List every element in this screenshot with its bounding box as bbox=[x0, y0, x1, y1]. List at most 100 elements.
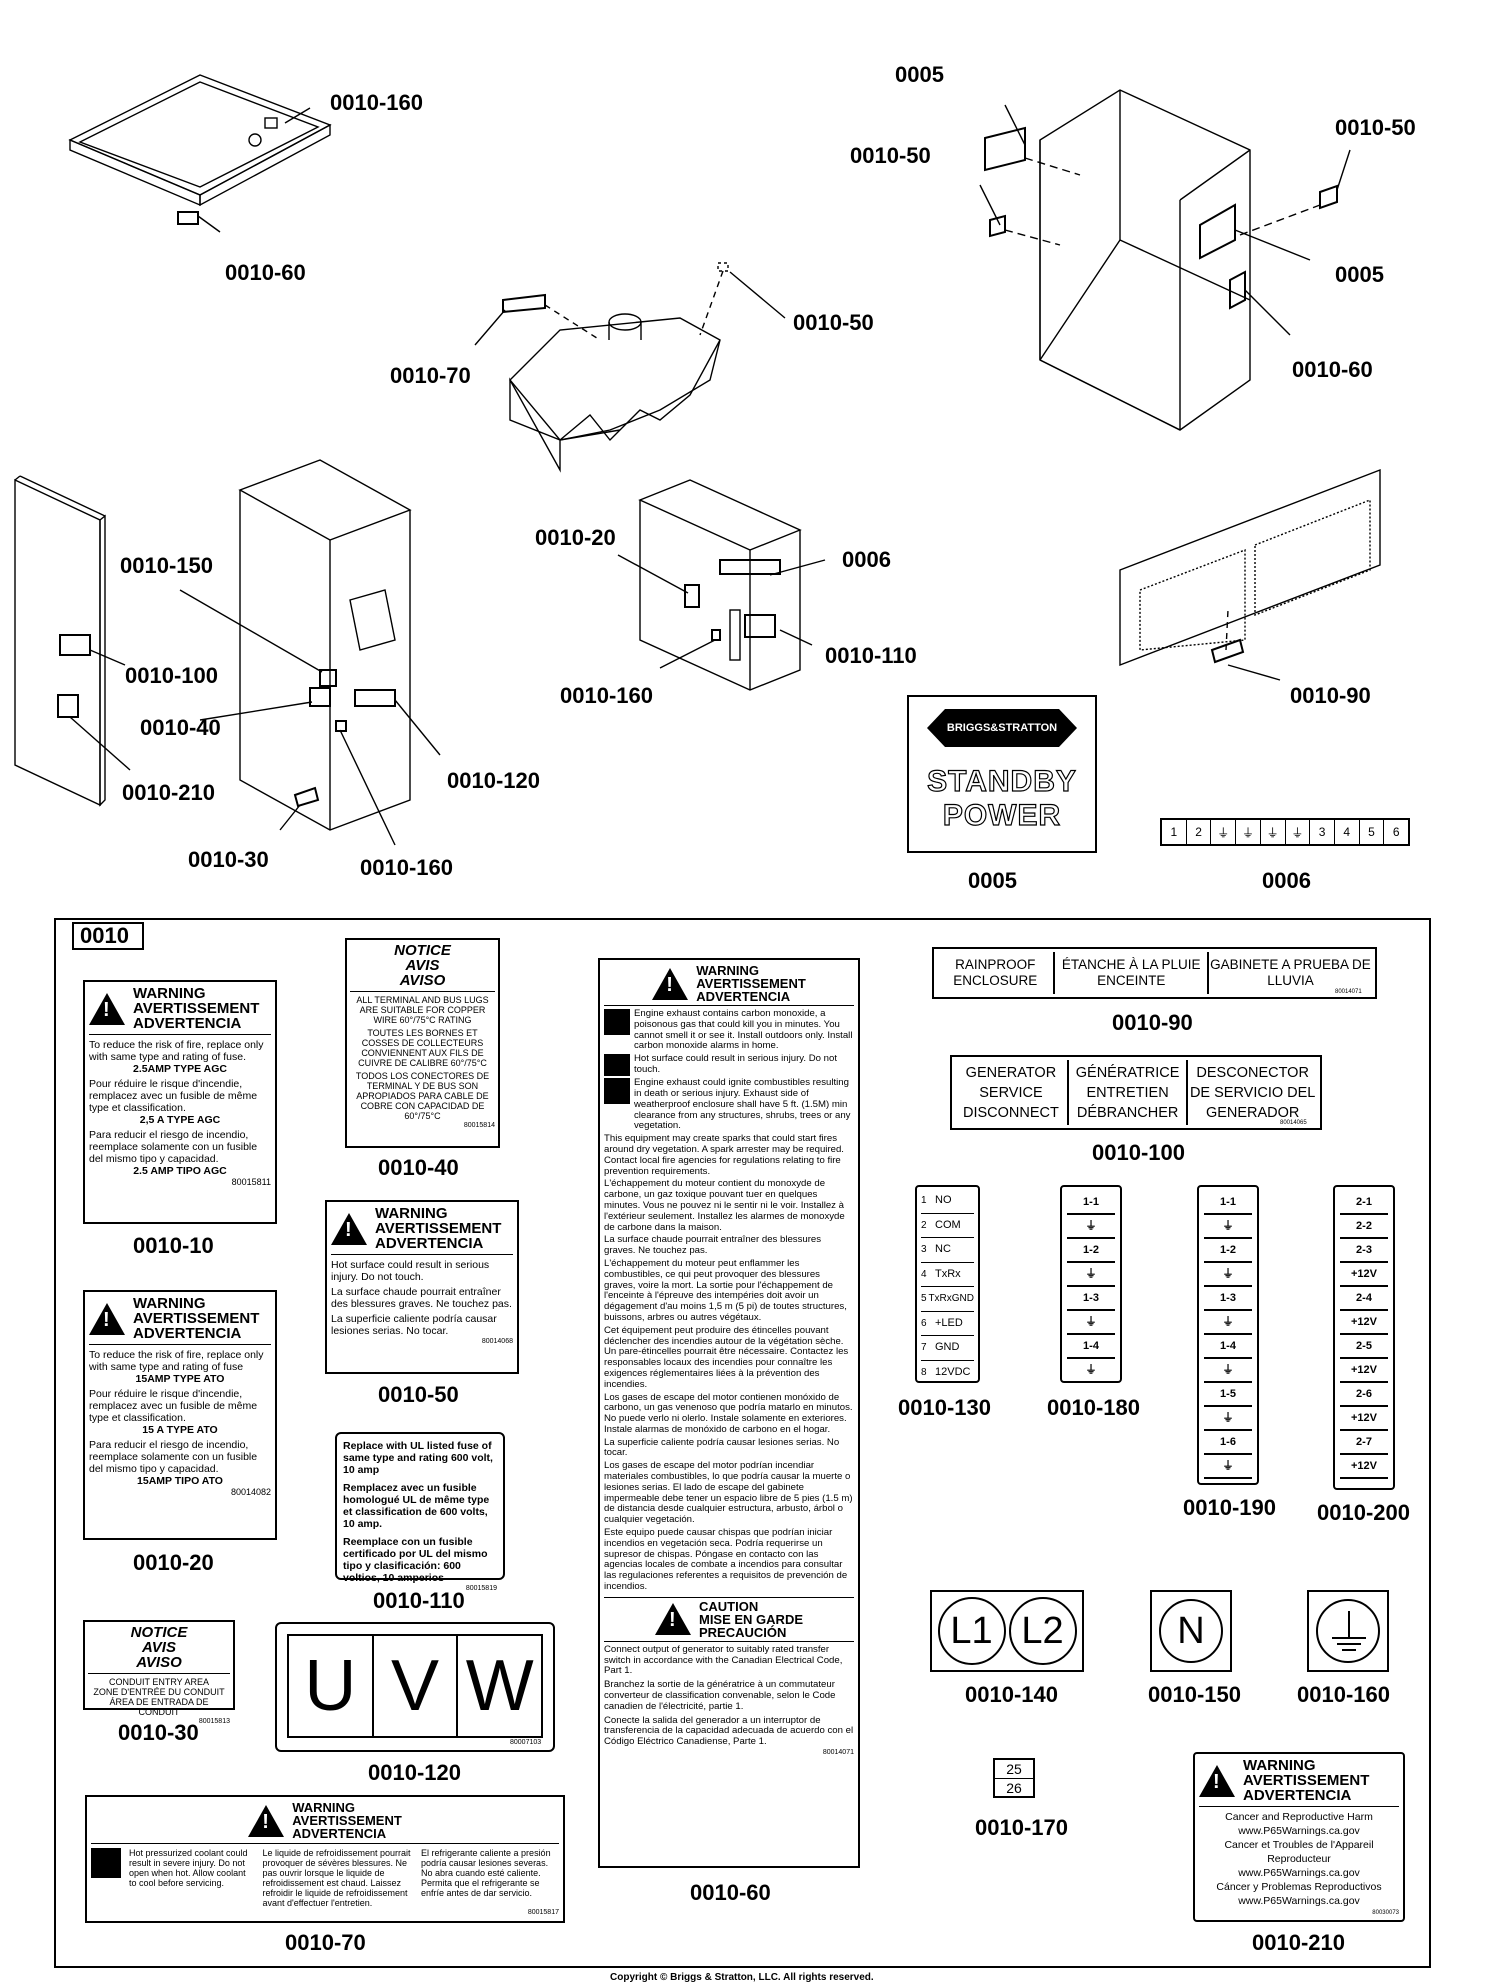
base-frame-drawing bbox=[68, 74, 332, 233]
hot-surface-icon bbox=[604, 1054, 630, 1077]
warning-triangle-icon bbox=[89, 1302, 125, 1335]
warning-triangle-icon bbox=[1199, 1764, 1235, 1797]
ground-cell: ⏚ bbox=[1236, 820, 1261, 844]
exploded-drawings bbox=[14, 74, 1381, 846]
callout-0005-b: 0005 bbox=[1335, 262, 1384, 287]
caption-0010-30: 0010-30 bbox=[118, 1720, 199, 1745]
decal-0010-140: L1 L2 bbox=[930, 1590, 1084, 1672]
callout-0010-120: 0010-120 bbox=[447, 768, 540, 793]
briggs-logo-diamond: BRIGGS&STRATTON bbox=[927, 709, 1077, 747]
pn-0010-100: 80014065 bbox=[1280, 1120, 1307, 1126]
callout-0010-100: 0010-100 bbox=[125, 663, 218, 688]
caption-0006: 0006 bbox=[1262, 868, 1311, 893]
decal-0010-110: Replace with UL listed fuse of same type… bbox=[335, 1432, 505, 1592]
terminal-cell: 2 bbox=[1187, 820, 1212, 844]
ground-cell: ⏚ bbox=[1261, 820, 1286, 844]
caption-0010-120: 0010-120 bbox=[368, 1760, 461, 1785]
caption-0010-130: 0010-130 bbox=[898, 1395, 991, 1420]
caution-triangle-icon bbox=[654, 1603, 691, 1636]
callout-0005-a: 0005 bbox=[895, 62, 944, 87]
decal-0010-90: RAINPROOF ENCLOSURE ÉTANCHE À LA PLUIE E… bbox=[932, 947, 1377, 999]
caption-0010-210: 0010-210 bbox=[1252, 1930, 1345, 1955]
terminal-cell: 1 bbox=[1162, 820, 1187, 844]
caption-0010-170: 0010-170 bbox=[975, 1815, 1068, 1840]
decal-0010-190: 1-1⏚1-2⏚ 1-3⏚1-4⏚ 1-5⏚1-6⏚ bbox=[1197, 1185, 1259, 1485]
terminal-strip-0006: 1 2 ⏚ ⏚ ⏚ ⏚ 3 4 5 6 bbox=[1160, 818, 1410, 846]
copyright-footer: Copyright © Briggs & Stratton, LLC. All … bbox=[610, 1972, 874, 1983]
decal-0010-150: N bbox=[1150, 1590, 1232, 1672]
caption-0005: 0005 bbox=[968, 868, 1017, 893]
callout-0010-50-c: 0010-50 bbox=[793, 310, 874, 335]
terminal-cell: 6 bbox=[1392, 825, 1400, 839]
caption-0010-110: 0010-110 bbox=[373, 1588, 465, 1613]
ground-symbol-icon bbox=[1316, 1599, 1380, 1663]
callout-0010-110: 0010-110 bbox=[825, 643, 917, 668]
control-box-drawing bbox=[617, 479, 826, 691]
sheet-title-box: 0010 bbox=[72, 922, 144, 950]
caption-0010-160: 0010-160 bbox=[1297, 1682, 1390, 1707]
callout-0010-50-b: 0010-50 bbox=[1335, 115, 1416, 140]
muffler-drawing bbox=[474, 262, 786, 473]
louver-panel-drawing bbox=[1119, 468, 1381, 681]
callout-0010-210: 0010-210 bbox=[122, 780, 215, 805]
caption-0010-20: 0010-20 bbox=[133, 1550, 214, 1575]
terminal-cell: 4 bbox=[1335, 820, 1360, 844]
caption-0010-50: 0010-50 bbox=[378, 1382, 459, 1407]
decal-0010-180: 1-1⏚1-2⏚ 1-3⏚1-4⏚ bbox=[1060, 1185, 1122, 1383]
callout-0010-90: 0010-90 bbox=[1290, 683, 1371, 708]
warning-triangle-icon bbox=[248, 1804, 285, 1837]
terminal-cell: 5 bbox=[1360, 820, 1385, 844]
ground-cell: ⏚ bbox=[1286, 820, 1311, 844]
warning-triangle-icon bbox=[652, 967, 689, 1000]
callout-0010-30: 0010-30 bbox=[188, 847, 269, 872]
phase-w: W bbox=[465, 1646, 534, 1726]
transfer-cabinet-drawing bbox=[179, 459, 441, 846]
callout-0010-150: 0010-150 bbox=[120, 553, 213, 578]
caption-0010-140: 0010-140 bbox=[965, 1682, 1058, 1707]
fire-hazard-icon bbox=[604, 1078, 630, 1105]
phase-v: V bbox=[374, 1636, 459, 1736]
caption-0010-10: 0010-10 bbox=[133, 1233, 214, 1258]
decal-0010-120: U V W bbox=[275, 1622, 555, 1752]
caption-0010-190: 0010-190 bbox=[1183, 1495, 1276, 1520]
callout-0010-50-a: 0010-50 bbox=[850, 143, 931, 168]
phase-u: U bbox=[289, 1636, 374, 1736]
callout-0010-20: 0010-20 bbox=[535, 525, 616, 550]
text-en: To reduce the risk of fire, replace only… bbox=[89, 1039, 264, 1063]
decal-0010-170: 25 26 bbox=[993, 1758, 1035, 1798]
enclosure-drawing bbox=[979, 89, 1351, 431]
pn-0010-120: 80007103 bbox=[510, 1739, 542, 1746]
coolant-hazard-icon bbox=[91, 1848, 121, 1878]
ground-cell: ⏚ bbox=[1211, 820, 1237, 844]
warning-triangle-icon bbox=[89, 992, 125, 1025]
standby-text: STANDBY bbox=[927, 764, 1077, 798]
callout-0006: 0006 bbox=[842, 547, 891, 572]
callout-0010-160-b: 0010-160 bbox=[360, 855, 453, 880]
caption-0010-70: 0010-70 bbox=[285, 1930, 366, 1955]
callout-0010-160-c: 0010-160 bbox=[560, 683, 653, 708]
callout-0010-160-top: 0010-160 bbox=[330, 90, 423, 115]
brand-name: BRIGGS&STRATTON bbox=[946, 722, 1058, 734]
caption-0010-180: 0010-180 bbox=[1047, 1395, 1140, 1420]
caption-0010-150: 0010-150 bbox=[1148, 1682, 1241, 1707]
callout-0010-40: 0010-40 bbox=[140, 715, 221, 740]
caption-0010-100: 0010-100 bbox=[1092, 1140, 1185, 1165]
standby-power-logo: BRIGGS&STRATTON STANDBY POWER bbox=[907, 695, 1097, 853]
co-hazard-icon bbox=[604, 1009, 630, 1035]
l1-circle: L1 bbox=[937, 1597, 1006, 1665]
terminal-cell: 3 bbox=[1310, 820, 1335, 844]
callout-0010-70: 0010-70 bbox=[390, 363, 471, 388]
neutral-circle: N bbox=[1159, 1599, 1223, 1663]
decal-0010-160 bbox=[1307, 1590, 1389, 1672]
caption-0010-90: 0010-90 bbox=[1112, 1010, 1193, 1035]
pn-0010-90: 80014071 bbox=[1335, 989, 1362, 995]
